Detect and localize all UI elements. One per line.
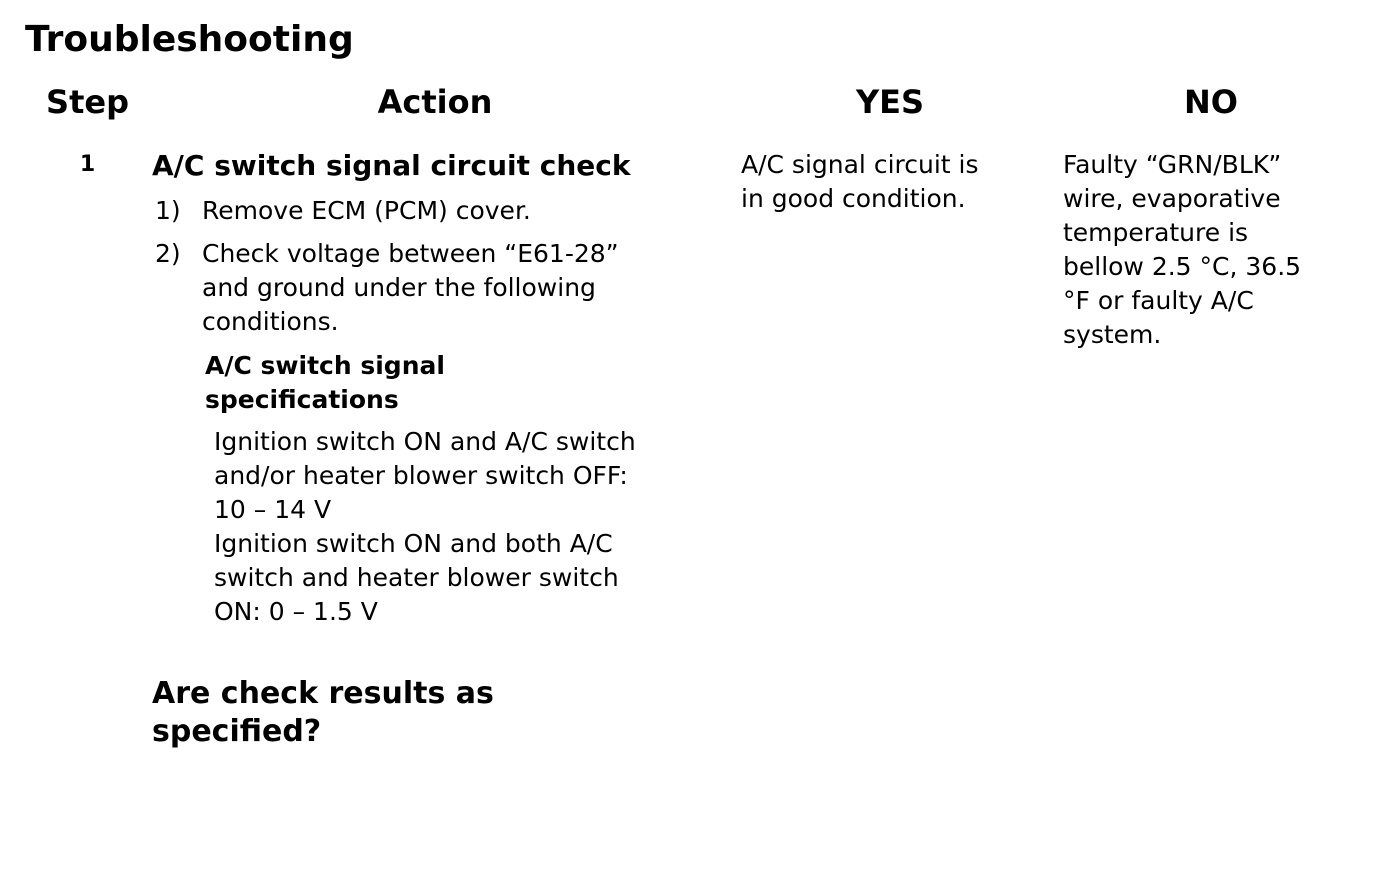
no-cell: Faulty “GRN/BLK” wire, evaporative tempe… bbox=[1050, 148, 1372, 751]
spec-line: Ignition switch ON and A/C switch and/or… bbox=[214, 427, 636, 524]
action-cell: A/C switch signal circuit check 1) Remov… bbox=[140, 148, 730, 751]
column-header-action: Action bbox=[377, 83, 493, 121]
yes-cell: A/C signal circuit is in good condition. bbox=[730, 148, 1050, 751]
step-number: 1 bbox=[79, 152, 96, 177]
column-header-step: Step bbox=[46, 83, 129, 121]
list-marker: 2) bbox=[155, 239, 181, 268]
list-item-text: Check voltage between “E61-28” and groun… bbox=[202, 239, 619, 336]
list-item-text: Remove ECM (PCM) cover. bbox=[202, 196, 531, 225]
table-row: 1 A/C switch signal circuit check 1) Rem… bbox=[35, 148, 1372, 751]
action-heading: A/C switch signal circuit check bbox=[152, 149, 631, 182]
list-marker: 1) bbox=[155, 196, 181, 225]
check-question: Are check results as specified? bbox=[152, 676, 494, 749]
column-header-no: NO bbox=[1184, 83, 1238, 121]
column-header-yes: YES bbox=[855, 83, 925, 121]
yes-result-text: A/C signal circuit is in good condition. bbox=[741, 150, 979, 213]
table-header-row: Step Action YES NO bbox=[35, 82, 1372, 122]
troubleshooting-table: Step Action YES NO 1 A/C switch signal c… bbox=[35, 82, 1372, 751]
document-page: Troubleshooting Step Action YES NO 1 A/C… bbox=[25, 19, 1372, 751]
spec-line: Ignition switch ON and both A/C switch a… bbox=[214, 529, 619, 626]
action-step-list: 1) Remove ECM (PCM) cover. 2) Check volt… bbox=[152, 194, 730, 339]
no-result-text: Faulty “GRN/BLK” wire, evaporative tempe… bbox=[1063, 150, 1302, 349]
page-title: Troubleshooting bbox=[25, 19, 354, 60]
list-item: 2) Check voltage between “E61-28” and gr… bbox=[152, 237, 632, 339]
spec-heading: A/C switch signal specifications bbox=[205, 351, 445, 414]
list-item: 1) Remove ECM (PCM) cover. bbox=[152, 194, 632, 228]
